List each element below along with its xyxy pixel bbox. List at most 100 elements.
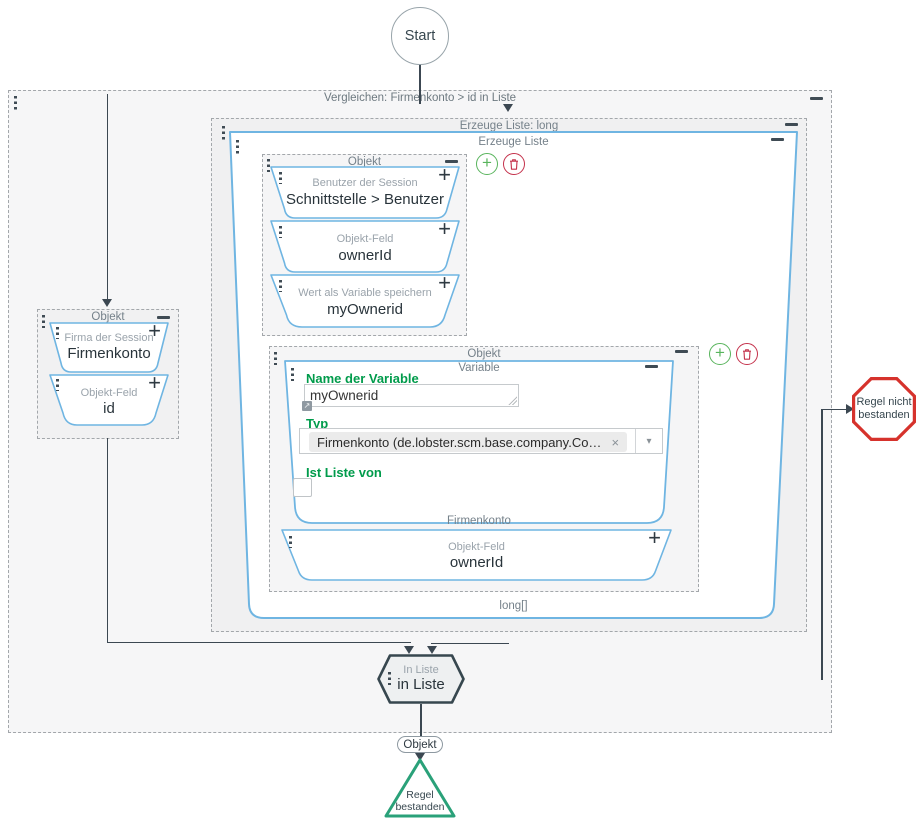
dropdown-caret-icon[interactable]: ▾ <box>635 429 662 453</box>
funnel-type-label: Wert als Variable speichern <box>298 287 432 299</box>
plus-icon[interactable]: + <box>438 270 451 295</box>
funnel-type-label: Objekt-Feld <box>336 233 394 245</box>
funnel-node-objekt-feld-ownerid[interactable]: + Objekt-Feld ownerId <box>269 216 461 274</box>
collapse-icon[interactable] <box>810 97 823 100</box>
rule-failed-line2: bestanden <box>858 408 910 421</box>
plus-icon[interactable]: + <box>148 318 161 343</box>
hexagon-outline <box>377 654 465 704</box>
drag-handle-icon[interactable] <box>222 126 226 141</box>
funnel-type-label: Firma der Session <box>64 332 154 344</box>
is-list-checkbox[interactable] <box>293 478 312 497</box>
drag-handle-icon[interactable] <box>56 327 60 339</box>
funnel-outline <box>270 274 460 328</box>
connector-line <box>431 642 509 644</box>
drag-handle-icon[interactable] <box>274 352 278 365</box>
funnel-outline <box>49 322 169 373</box>
object-group-user[interactable]: Objekt + Benutzer der Session Schnittste… <box>262 154 467 336</box>
resize-grip[interactable] <box>508 396 517 405</box>
funnel-node-wert-als-variable[interactable]: + Wert als Variable speichern myOwnerid <box>269 270 461 329</box>
variable-type-name-label: Firmenkonto <box>447 515 511 527</box>
rule-failed-label: Regel nicht bestanden <box>852 396 916 421</box>
drag-handle-icon[interactable] <box>291 368 295 381</box>
type-select[interactable]: Firmenkonto (de.lobster.scm.base.company… <box>299 428 663 454</box>
funnel-value-label: Firmenkonto <box>67 345 151 362</box>
collapse-icon[interactable] <box>645 365 658 368</box>
funnel-outline <box>281 529 672 581</box>
plus-icon[interactable]: + <box>148 370 161 395</box>
rule-failed-line1: Regel nicht <box>856 396 912 408</box>
funnel-node-variable-objekt-feld[interactable]: + Objekt-Feld ownerId <box>280 525 673 582</box>
connector-line <box>419 64 421 104</box>
arrowhead-icon <box>426 646 437 654</box>
drag-handle-icon[interactable] <box>279 226 283 238</box>
field-label-type: Typ <box>306 416 329 431</box>
connector-line <box>821 408 847 410</box>
rule-passed-line2: bestanden <box>395 800 445 813</box>
funnel-outline <box>49 374 169 426</box>
object-group-variable[interactable]: Objekt Variable Name der Variable <box>269 346 699 592</box>
node-type-label: In Liste <box>403 664 439 676</box>
drag-handle-icon[interactable] <box>56 379 60 391</box>
arrowhead-icon <box>403 646 414 654</box>
funnel-value-label: Schnittstelle > Benutzer <box>285 191 444 208</box>
delete-button[interactable] <box>736 343 758 365</box>
funnel-node-firma-der-session[interactable]: + Firma der Session Firmenkonto <box>48 318 170 374</box>
drag-handle-icon[interactable] <box>279 172 283 184</box>
expand-field-icon[interactable]: ↗ <box>302 401 312 411</box>
drag-handle-icon[interactable] <box>289 536 293 548</box>
plus-icon[interactable]: + <box>438 162 451 187</box>
funnel-outline <box>270 220 460 273</box>
drag-handle-icon[interactable] <box>267 159 271 172</box>
drag-handle-icon[interactable] <box>388 672 392 685</box>
connector-line <box>420 704 422 737</box>
funnel-type-label: Objekt-Feld <box>80 387 138 399</box>
plus-icon[interactable]: + <box>648 525 661 550</box>
drag-handle-icon[interactable] <box>14 96 18 111</box>
collapse-icon[interactable] <box>445 160 458 163</box>
collapse-icon[interactable] <box>785 123 798 126</box>
funnel-node-benutzer-der-session[interactable]: + Benutzer der Session Schnittstelle > B… <box>269 162 461 220</box>
start-node[interactable]: Start <box>391 7 449 65</box>
variable-node[interactable]: Variable Name der Variable ↗ Typ Fir <box>283 359 675 527</box>
type-chip: Firmenkonto (de.lobster.scm.base.company… <box>309 432 628 452</box>
collapse-icon[interactable] <box>771 138 784 141</box>
funnel-outline <box>270 166 460 219</box>
rule-failed-node[interactable]: Regel nicht bestanden <box>852 377 916 441</box>
plus-icon[interactable]: + <box>438 216 451 241</box>
type-chip-label: Firmenkonto (de.lobster.scm.base.company… <box>317 434 602 450</box>
funnel-node-objekt-feld-id[interactable]: + Objekt-Feld id <box>48 370 170 427</box>
variable-name-inputwrap <box>304 384 519 407</box>
drag-handle-icon[interactable] <box>42 315 46 328</box>
drag-handle-icon[interactable] <box>236 140 240 155</box>
create-list-node[interactable]: Erzeuge Liste long[] Objekt + Ben <box>227 130 800 620</box>
create-list-container[interactable]: Erzeuge Liste: long Erzeuge Liste long[]… <box>211 118 807 632</box>
funnel-type-label: Benutzer der Session <box>312 177 418 189</box>
triangle-outline <box>384 758 456 818</box>
arrowhead-icon <box>102 299 112 307</box>
compare-container[interactable]: Vergleichen: Firmenkonto > id in Liste O… <box>8 90 832 733</box>
add-button[interactable]: + <box>709 343 731 365</box>
rule-passed-node[interactable]: Regel bestanden <box>383 757 457 819</box>
remove-type-icon[interactable]: × <box>611 434 620 450</box>
funnel-value-label: ownerId <box>338 247 392 264</box>
object-badge-label: Objekt <box>403 738 437 751</box>
node-value-label: in Liste <box>397 676 445 693</box>
drag-handle-icon[interactable] <box>279 280 283 292</box>
funnel-value-label: id <box>103 400 115 417</box>
in-list-node[interactable]: In Liste in Liste <box>377 654 465 704</box>
variable-name-input[interactable] <box>305 385 518 406</box>
connector-line <box>106 94 108 299</box>
funnel-value-label: myOwnerid <box>327 301 403 318</box>
start-label: Start <box>404 28 436 44</box>
connector-line <box>106 641 411 643</box>
collapse-icon[interactable] <box>675 350 688 353</box>
add-button[interactable]: + <box>476 153 498 175</box>
funnel-value-label: ownerId <box>449 554 504 571</box>
funnel-type-label: Objekt-Feld <box>448 541 505 553</box>
collapse-icon[interactable] <box>157 316 170 319</box>
object-group-company[interactable]: Objekt + Firma der Session Firmenkonto +… <box>37 309 179 439</box>
arrowhead-icon <box>846 403 854 414</box>
container-title: Erzeuge Liste: long <box>459 120 559 132</box>
delete-button[interactable] <box>503 153 525 175</box>
